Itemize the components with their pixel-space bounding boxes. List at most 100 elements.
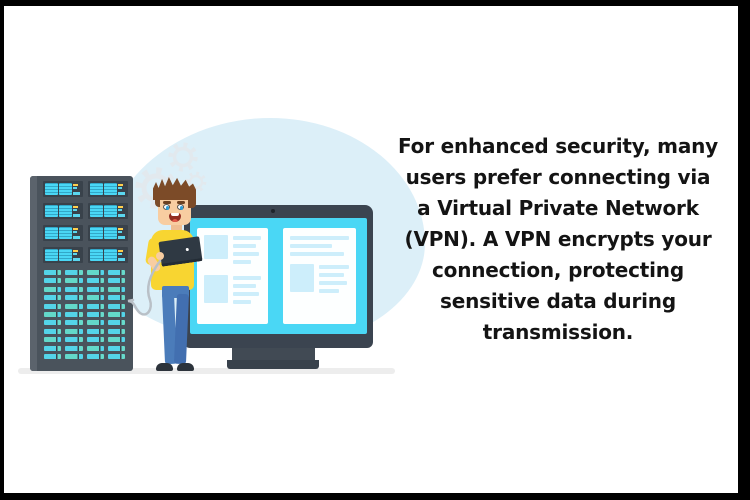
server-module xyxy=(65,270,83,275)
server-module xyxy=(107,320,125,326)
screen-panel-right xyxy=(283,228,356,324)
wireframe-line xyxy=(233,236,261,240)
server-module xyxy=(65,353,83,359)
server-indicator xyxy=(118,249,126,261)
server-panel xyxy=(43,225,83,241)
caption-line: users prefer connecting via xyxy=(405,165,711,189)
server-side-edge xyxy=(30,176,37,371)
wireframe-line xyxy=(233,300,252,304)
gear-icon xyxy=(184,170,208,194)
server-indicator xyxy=(73,183,81,195)
character-eyebrow xyxy=(163,201,171,204)
server-module xyxy=(86,303,104,309)
server-module xyxy=(86,337,104,343)
server-screen-block xyxy=(45,183,58,195)
caption-line: For enhanced security, many xyxy=(398,134,718,158)
character-leg xyxy=(173,293,189,365)
caption-line: (VPN). A VPN encrypts your xyxy=(404,227,712,251)
server-screen-block xyxy=(59,249,72,261)
gear-icon xyxy=(166,140,200,174)
server-screen-block xyxy=(45,205,58,217)
server-screen-block xyxy=(90,227,103,239)
server-indicator xyxy=(73,249,81,261)
server-module xyxy=(44,295,62,301)
caption-line: a Virtual Private Network xyxy=(417,196,699,220)
server-module xyxy=(86,353,104,359)
wireframe-lines xyxy=(319,264,349,297)
monitor-stand-neck xyxy=(232,348,315,361)
server-module xyxy=(65,278,83,284)
server-module xyxy=(65,286,83,292)
wireframe-block xyxy=(204,235,228,259)
wireframe-block xyxy=(204,275,228,303)
character-neck xyxy=(171,222,182,232)
server-screen-block xyxy=(45,249,58,261)
server-panel xyxy=(43,181,83,197)
server-module xyxy=(86,345,104,351)
server-screen-block xyxy=(90,205,103,217)
server-panel xyxy=(88,203,128,219)
server-panel xyxy=(88,225,128,241)
server-module xyxy=(65,320,83,326)
server-indicator xyxy=(118,227,126,239)
server-screen-block xyxy=(104,183,117,195)
character-mouth xyxy=(169,213,181,222)
character-hair-side xyxy=(188,195,196,208)
server-module xyxy=(44,278,62,284)
character-hand xyxy=(156,252,164,260)
wireframe-line xyxy=(319,273,344,277)
server-module xyxy=(44,286,62,292)
wireframe-lines xyxy=(233,275,261,308)
server-module xyxy=(107,337,125,343)
wireframe-row xyxy=(290,264,349,297)
wireframe-line xyxy=(233,292,259,296)
monitor-screen xyxy=(190,218,367,334)
character-eye xyxy=(163,204,170,210)
server-module xyxy=(86,311,104,317)
caption-line: sensitive data during xyxy=(440,289,676,313)
ground-shadow xyxy=(18,368,395,374)
server-module xyxy=(44,303,62,309)
server-screen-block xyxy=(104,205,117,217)
character-eyebrow xyxy=(177,201,185,204)
server-indicator xyxy=(73,205,81,217)
server-module xyxy=(44,353,62,359)
wireframe-row xyxy=(204,235,261,268)
server-module xyxy=(65,328,83,334)
server-module xyxy=(65,345,83,351)
server-screen-block xyxy=(45,227,58,239)
server-module xyxy=(86,286,104,292)
server-rack xyxy=(30,176,133,371)
server-module xyxy=(107,278,125,284)
server-module xyxy=(65,337,83,343)
server-module xyxy=(44,328,62,334)
server-panel xyxy=(88,247,128,263)
server-module xyxy=(107,345,125,351)
character-shoe xyxy=(156,363,173,371)
wireframe-row xyxy=(204,275,261,308)
wireframe-lines xyxy=(233,235,261,268)
wireframe-line xyxy=(233,252,259,256)
wireframe-line xyxy=(319,281,347,285)
server-indicator xyxy=(118,205,126,217)
screen-panel-left xyxy=(197,228,268,324)
character-shoe xyxy=(177,363,194,371)
wireframe-line xyxy=(233,284,256,288)
server-module xyxy=(107,303,125,309)
server-module xyxy=(86,278,104,284)
server-panel xyxy=(88,181,128,197)
server-indicator xyxy=(73,227,81,239)
server-module xyxy=(86,320,104,326)
server-module xyxy=(44,320,62,326)
server-module xyxy=(65,295,83,301)
server-screen-block xyxy=(59,227,72,239)
caption-line: transmission. xyxy=(482,320,634,344)
character-hair-side xyxy=(155,196,160,207)
wireframe-line xyxy=(233,244,256,248)
server-screen-block xyxy=(90,183,103,195)
server-screen-block xyxy=(104,227,117,239)
server-lower-grid xyxy=(44,270,125,359)
server-screen-block xyxy=(90,249,103,261)
server-panel-grid xyxy=(43,181,128,263)
